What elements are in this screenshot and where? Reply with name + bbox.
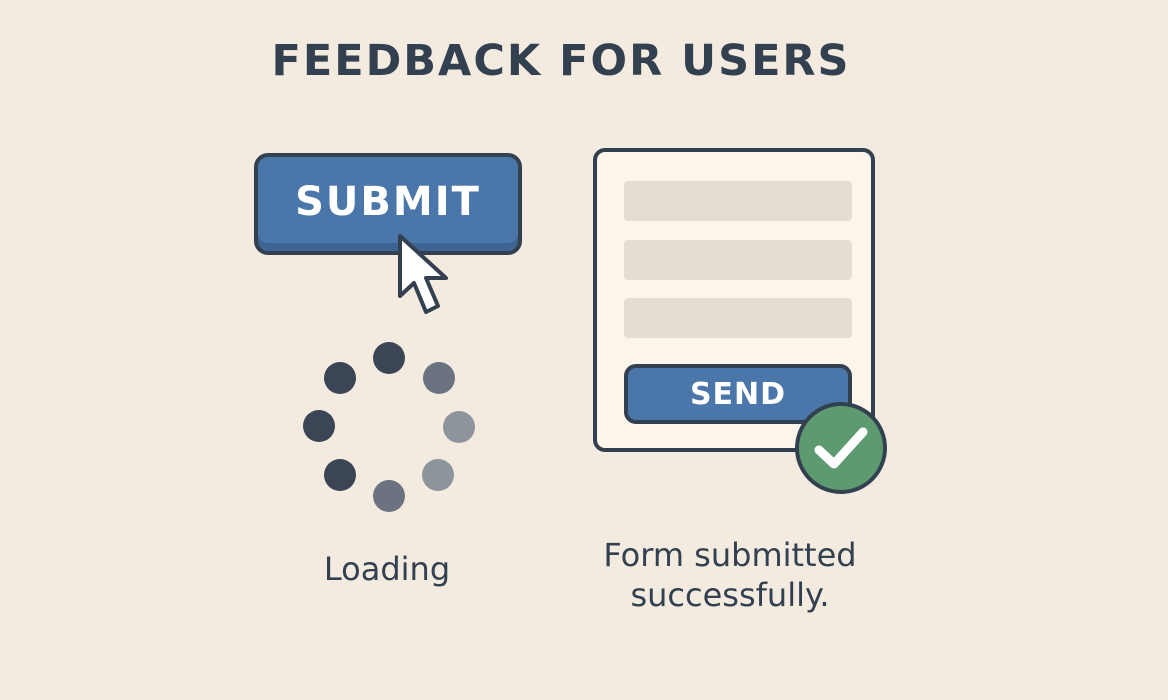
- success-message-line: Form submitted: [603, 536, 857, 574]
- success-message: Form submitted successfully.: [580, 535, 880, 615]
- form-field[interactable]: [624, 298, 852, 338]
- checkmark-icon: [795, 402, 887, 494]
- form-field[interactable]: [624, 181, 852, 221]
- page-title: FEEDBACK FOR USERS: [271, 36, 851, 86]
- submit-button-label: SUBMIT: [295, 179, 481, 225]
- spinner-dot: [423, 362, 455, 394]
- spinner-dot: [373, 342, 405, 374]
- spinner-dot: [373, 480, 405, 512]
- success-message-line: successfully.: [630, 576, 830, 614]
- spinner-dot: [443, 411, 475, 443]
- loading-label: Loading: [323, 550, 451, 588]
- form-card: SEND: [593, 148, 875, 452]
- spinner-dot: [324, 459, 356, 491]
- spinner-dot: [303, 410, 335, 442]
- spinner-dot: [422, 459, 454, 491]
- send-button-label: SEND: [689, 376, 787, 412]
- form-field[interactable]: [624, 240, 852, 280]
- spinner-dot: [324, 362, 356, 394]
- loading-spinner-icon: [303, 342, 475, 512]
- mouse-pointer-icon: [398, 234, 448, 314]
- submit-button[interactable]: SUBMIT: [254, 153, 522, 255]
